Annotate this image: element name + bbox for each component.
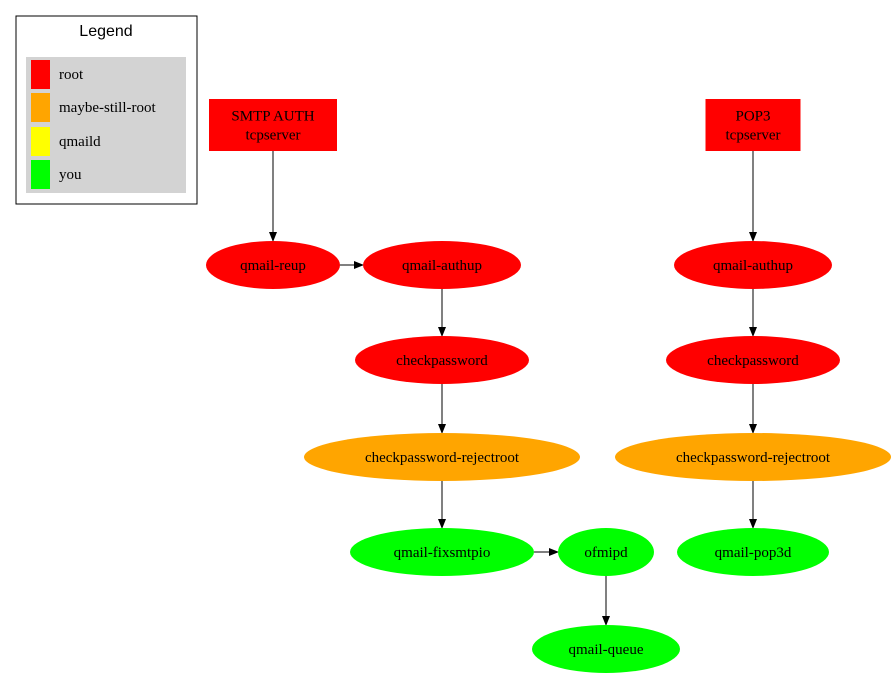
node-shape — [615, 433, 891, 481]
legend-swatch-you — [31, 160, 50, 189]
node-qmail-authup-smtp: qmail-authup — [363, 241, 521, 289]
node-rejectroot-smtp: checkpassword-rejectroot — [304, 433, 580, 481]
legend-title: Legend — [79, 23, 132, 40]
legend-swatch-root — [31, 60, 50, 89]
node-ofmipd: ofmipd — [558, 528, 654, 576]
node-label: checkpassword — [707, 353, 799, 369]
node-label: checkpassword-rejectroot — [676, 450, 831, 466]
node-label: ofmipd — [584, 545, 628, 561]
node-shape — [209, 99, 337, 151]
node-label: qmail-pop3d — [715, 545, 792, 561]
legend-label-maybe: maybe-still-root — [59, 100, 156, 116]
node-qmail-queue: qmail-queue — [532, 625, 680, 673]
node-label: qmail-queue — [569, 642, 644, 658]
node-shape — [674, 241, 832, 289]
node-shape — [677, 528, 829, 576]
node-shape — [206, 241, 340, 289]
node-smtp-auth: SMTP AUTH tcpserver — [209, 99, 337, 151]
node-checkpassword-smtp: checkpassword — [355, 336, 529, 384]
node-shape — [532, 625, 680, 673]
node-label: SMTP AUTH — [231, 109, 314, 125]
node-label: checkpassword — [396, 353, 488, 369]
node-shape — [304, 433, 580, 481]
node-qmail-reup: qmail-reup — [206, 241, 340, 289]
node-shape — [558, 528, 654, 576]
edges — [269, 151, 757, 626]
legend-label-you: you — [59, 167, 82, 183]
node-label: tcpserver — [726, 128, 781, 144]
legend-label-root: root — [59, 67, 84, 83]
legend: Legend root maybe-still-root qmaild you — [15, 15, 198, 205]
node-label: checkpassword-rejectroot — [365, 450, 520, 466]
node-qmail-authup-pop3: qmail-authup — [674, 241, 832, 289]
node-label: qmail-reup — [240, 258, 306, 274]
legend-label-qmaild: qmaild — [59, 134, 101, 150]
legend-panel — [26, 57, 186, 193]
node-label: qmail-authup — [402, 258, 482, 274]
node-shape — [355, 336, 529, 384]
node-label: tcpserver — [246, 128, 301, 144]
node-rejectroot-pop3: checkpassword-rejectroot — [615, 433, 891, 481]
legend-swatch-qmaild — [31, 127, 50, 156]
node-label: qmail-authup — [713, 258, 793, 274]
legend-swatch-maybe — [31, 93, 50, 122]
node-checkpassword-pop3: checkpassword — [666, 336, 840, 384]
node-label: qmail-fixsmtpio — [394, 545, 491, 561]
node-qmail-fixsmtpio: qmail-fixsmtpio — [350, 528, 534, 576]
node-shape — [363, 241, 521, 289]
node-qmail-pop3d: qmail-pop3d — [677, 528, 829, 576]
legend-items: root maybe-still-root qmaild you — [31, 60, 156, 189]
node-shape — [666, 336, 840, 384]
node-shape — [350, 528, 534, 576]
node-label: POP3 — [735, 109, 770, 125]
node-pop3: POP3 tcpserver — [705, 99, 801, 151]
nodes: SMTP AUTH tcpserver POP3 tcpserver qmail-reu… — [206, 99, 891, 673]
node-shape — [705, 99, 801, 151]
